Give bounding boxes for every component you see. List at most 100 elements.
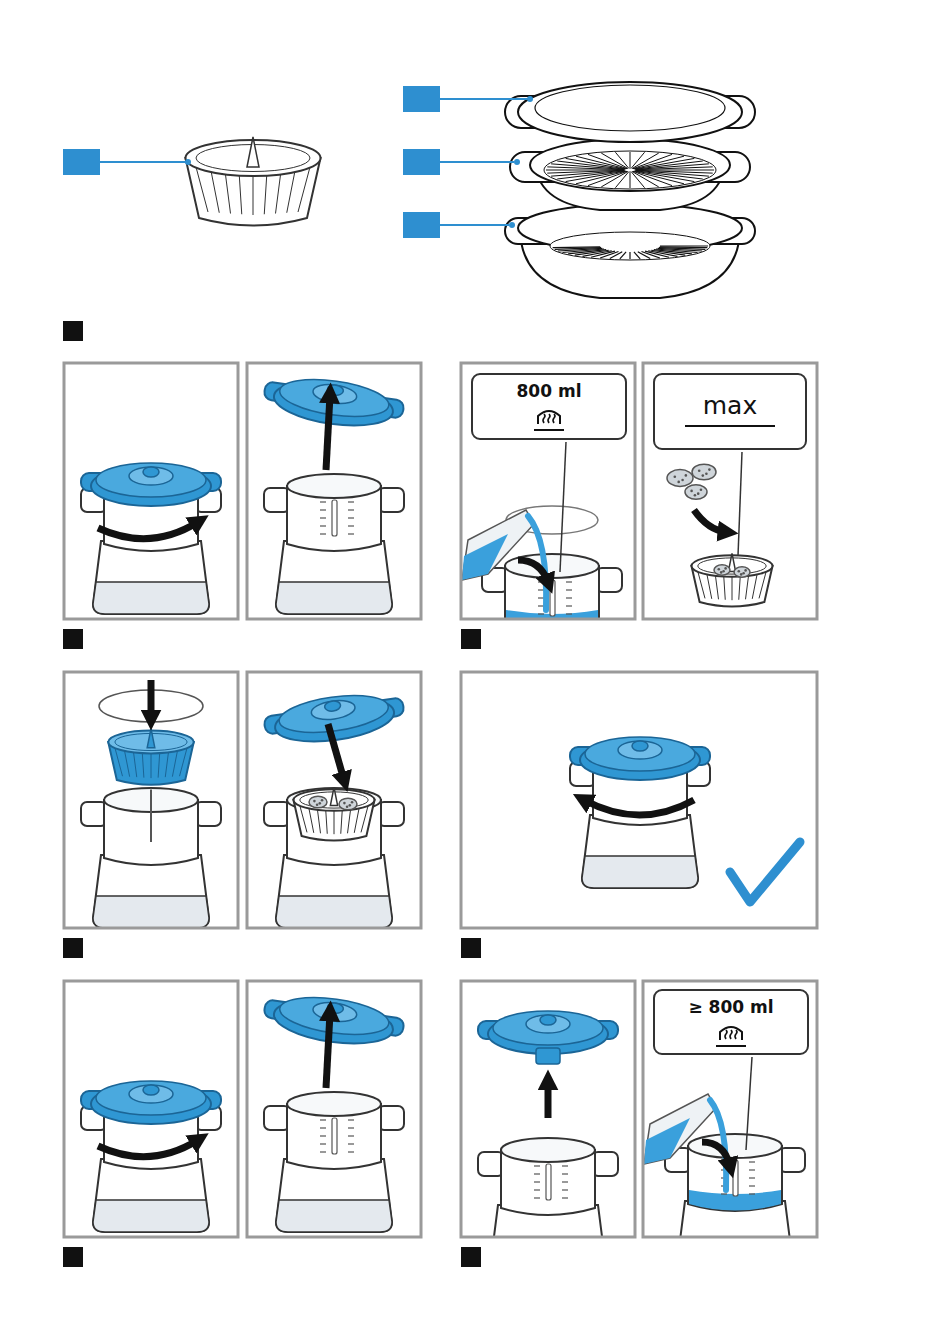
scale-bar — [546, 1164, 551, 1200]
tray-grid — [544, 151, 716, 189]
scale-mark — [534, 1197, 540, 1198]
potato-spot — [698, 470, 701, 473]
bowl-rim — [287, 1092, 381, 1116]
base-band — [582, 856, 698, 888]
potato-spot — [740, 573, 743, 576]
bubble-text: ≥ 800 ml — [688, 997, 773, 1017]
lid-knob — [312, 382, 358, 406]
lid-top — [96, 463, 206, 497]
grid-line — [636, 167, 713, 170]
lid-top — [277, 992, 391, 1041]
scale-mark — [566, 613, 572, 614]
scale-mark — [320, 1143, 326, 1144]
potato-spot — [738, 570, 741, 573]
potato-spot — [697, 492, 700, 495]
scale-mark — [320, 525, 326, 526]
scale-mark — [320, 501, 326, 502]
potato — [339, 798, 357, 810]
potato — [692, 464, 716, 480]
base-band — [93, 896, 209, 928]
steamer-bowl-grid — [550, 232, 710, 260]
panel-frame — [461, 981, 635, 1237]
scale-mark — [320, 509, 326, 510]
scale-mark — [348, 509, 354, 510]
lid-knob — [310, 698, 356, 722]
potato — [714, 565, 730, 575]
scale-mark — [749, 1161, 755, 1162]
grid-line — [632, 171, 659, 187]
pointer-line — [738, 452, 742, 556]
potato-spot — [346, 805, 349, 808]
pointer-line — [746, 1057, 752, 1150]
leader-dot — [185, 159, 191, 165]
potato-spot — [351, 801, 354, 804]
step-marker — [461, 629, 481, 649]
grid-line — [630, 152, 631, 169]
motion-arrow — [518, 560, 548, 582]
leader-dot — [514, 159, 520, 165]
potato-spot — [313, 800, 316, 803]
scale-mark — [566, 581, 572, 582]
scale-mark — [562, 1165, 568, 1166]
basket-rib — [180, 748, 188, 777]
step-panel — [81, 680, 221, 928]
step-panel — [644, 1057, 805, 1237]
scale-mark — [348, 1151, 354, 1152]
lid — [81, 1081, 221, 1124]
bubble-text: max — [703, 391, 757, 420]
step-panel — [81, 1081, 221, 1232]
grid-line — [588, 171, 627, 185]
scale-mark — [534, 1165, 540, 1166]
grid-line — [633, 154, 672, 168]
leader-line — [440, 224, 509, 226]
potato-spot — [690, 490, 693, 493]
potato-spot — [343, 802, 346, 805]
lid — [261, 989, 406, 1051]
scale-mark — [749, 1177, 755, 1178]
potato-spot — [722, 570, 725, 573]
basket-rib — [298, 167, 310, 212]
leader-line — [100, 161, 186, 163]
motion-arrow — [694, 510, 726, 532]
potato-spot — [694, 494, 697, 497]
potato-spot — [319, 802, 322, 805]
grid-line — [547, 170, 624, 173]
lid-top — [96, 1081, 206, 1115]
leader-line — [440, 161, 514, 163]
basket-rib — [196, 167, 208, 212]
underline — [685, 422, 775, 430]
grid-line — [576, 156, 626, 169]
scale-mark — [320, 533, 326, 534]
grid-line — [629, 252, 630, 259]
base-band — [93, 582, 209, 614]
measuring-jug — [644, 1094, 716, 1164]
potato-spot — [700, 489, 703, 492]
step-marker — [461, 1247, 481, 1267]
grid-line — [615, 152, 629, 168]
steam-icon — [714, 1020, 748, 1048]
step-panel — [570, 737, 800, 902]
motion-arrow — [584, 800, 694, 815]
scale-mark — [566, 589, 572, 590]
lid — [81, 463, 221, 506]
panel-frame — [64, 672, 238, 928]
basket-rib — [115, 748, 123, 777]
measuring-jug — [462, 510, 534, 580]
panel-frame — [64, 981, 238, 1237]
callout-marker — [403, 86, 440, 112]
potato — [309, 796, 327, 808]
grid-line — [634, 171, 684, 184]
scale-mark — [562, 1181, 568, 1182]
lid-valve — [540, 1015, 556, 1025]
basket-stem — [330, 787, 337, 805]
scale-mark — [749, 1169, 755, 1170]
basket-stem — [247, 137, 259, 167]
step-panel — [261, 989, 406, 1232]
grid-line — [601, 153, 628, 169]
basket-stem — [147, 729, 155, 748]
leader-dot — [527, 96, 533, 102]
lid-valve — [143, 1085, 159, 1095]
grid-line — [635, 171, 703, 179]
